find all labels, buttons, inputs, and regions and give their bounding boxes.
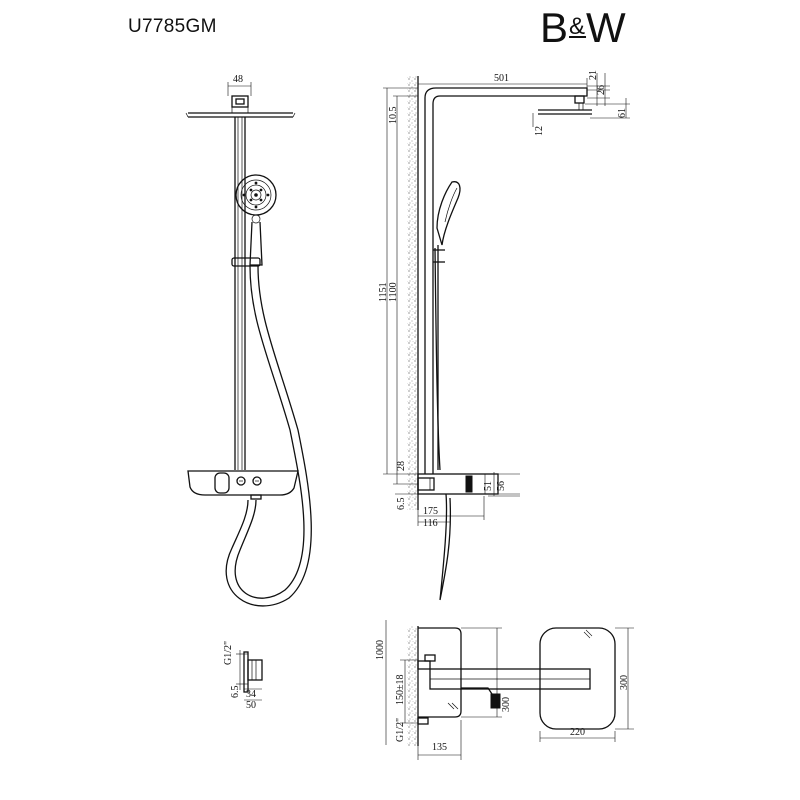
wall-section <box>407 76 418 510</box>
label-head-offset-a: 21 <box>588 70 599 80</box>
brand-logo-w: W <box>586 4 627 51</box>
hand-shower-hanging-side <box>439 493 452 601</box>
label-bar-height: 1100 <box>388 282 399 302</box>
rear-control-knob <box>465 475 473 493</box>
connector-detail: G1/2" 6.5 34 50 <box>223 641 263 711</box>
head-mount-inner <box>235 98 245 105</box>
head-arm-length-dimension: 501 <box>418 73 588 93</box>
head-swivel <box>574 95 585 104</box>
label-rough-depth: 135 <box>432 742 447 753</box>
front-view: 48 <box>185 74 312 607</box>
label-inlet-spacing: 150±18 <box>395 675 406 706</box>
rain-head-top <box>539 627 616 730</box>
label-connector-offset: 6.5 <box>230 686 241 699</box>
shelf-depth-dimensions: 175 116 <box>417 496 485 529</box>
head-offset-dimensions: 21 26 <box>587 70 610 106</box>
thermostatic-shelf-side <box>417 473 499 601</box>
label-connector-depth-inner: 34 <box>246 689 256 700</box>
hand-shower-side <box>433 181 461 470</box>
label-front-top-width: 48 <box>233 74 243 85</box>
label-shelf-outer-height: 56 <box>496 481 507 491</box>
thermostatic-shelf-front <box>187 470 299 500</box>
label-head-thickness: 12 <box>534 126 545 136</box>
inlet-upper <box>417 660 431 670</box>
label-shelf-depth-outer: 175 <box>423 506 438 517</box>
concealed-valve-body <box>418 627 462 718</box>
inlet-lower <box>417 717 429 725</box>
label-arm-height: 10.5 <box>388 107 399 125</box>
label-total-height: 1151 <box>378 282 389 302</box>
label-install-height: 1000 <box>375 640 386 660</box>
front-top-width-dimension: 48 <box>227 74 252 96</box>
rain-head-side <box>424 87 592 115</box>
label-shelf-inner-height: 51 <box>483 481 494 491</box>
label-head-offset-b: 26 <box>596 85 607 95</box>
label-head-width: 220 <box>570 727 585 738</box>
hand-shower-front <box>235 174 277 266</box>
inlet-elbow <box>424 654 436 662</box>
shower-hose-side <box>434 247 441 471</box>
label-head-drop: 61 <box>617 108 628 118</box>
head-drop-dimensions: 61 12 <box>532 98 630 136</box>
label-shelf-clearance: 28 <box>396 461 407 471</box>
brand-logo-b: B <box>540 4 570 51</box>
display-window <box>214 472 230 494</box>
control-knob-right <box>252 476 262 486</box>
label-head-arm-length: 501 <box>494 73 509 84</box>
riser-bar-side <box>424 110 434 474</box>
wall-section-rough <box>407 626 418 746</box>
slide-holder <box>231 257 261 267</box>
rough-in-view: 1000 150±18 G1/2" <box>375 620 634 760</box>
control-cartridge <box>490 693 501 709</box>
valve-neck <box>461 687 493 695</box>
wall-bracket <box>417 477 435 491</box>
riser-bar-front <box>234 117 246 470</box>
brand-logo: B&W <box>540 4 627 52</box>
side-view: 501 21 26 61 12 <box>378 70 630 601</box>
label-shelf-depth-inner: 116 <box>423 518 438 529</box>
label-head-height: 300 <box>619 675 630 690</box>
label-rough-thread: G1/2" <box>395 718 406 742</box>
label-shelf-offset: 6.5 <box>396 498 407 511</box>
label-connector-depth-outer: 50 <box>246 700 256 711</box>
rain-head-front <box>185 107 296 118</box>
label-body-height: 300 <box>501 697 512 712</box>
hose-outlet <box>250 494 262 500</box>
shower-hose <box>225 265 312 607</box>
shelf-height-dimensions: 51 56 <box>483 472 520 497</box>
brand-logo-ampersand: & <box>569 13 587 40</box>
control-knob-left <box>236 476 246 486</box>
side-height-dimensions: 10.5 1151 1100 28 6.5 <box>378 87 418 511</box>
model-number: U7785GM <box>128 16 217 37</box>
label-connector-thread: G1/2" <box>223 641 234 665</box>
connector-body <box>247 659 263 681</box>
head-mount <box>231 95 249 108</box>
